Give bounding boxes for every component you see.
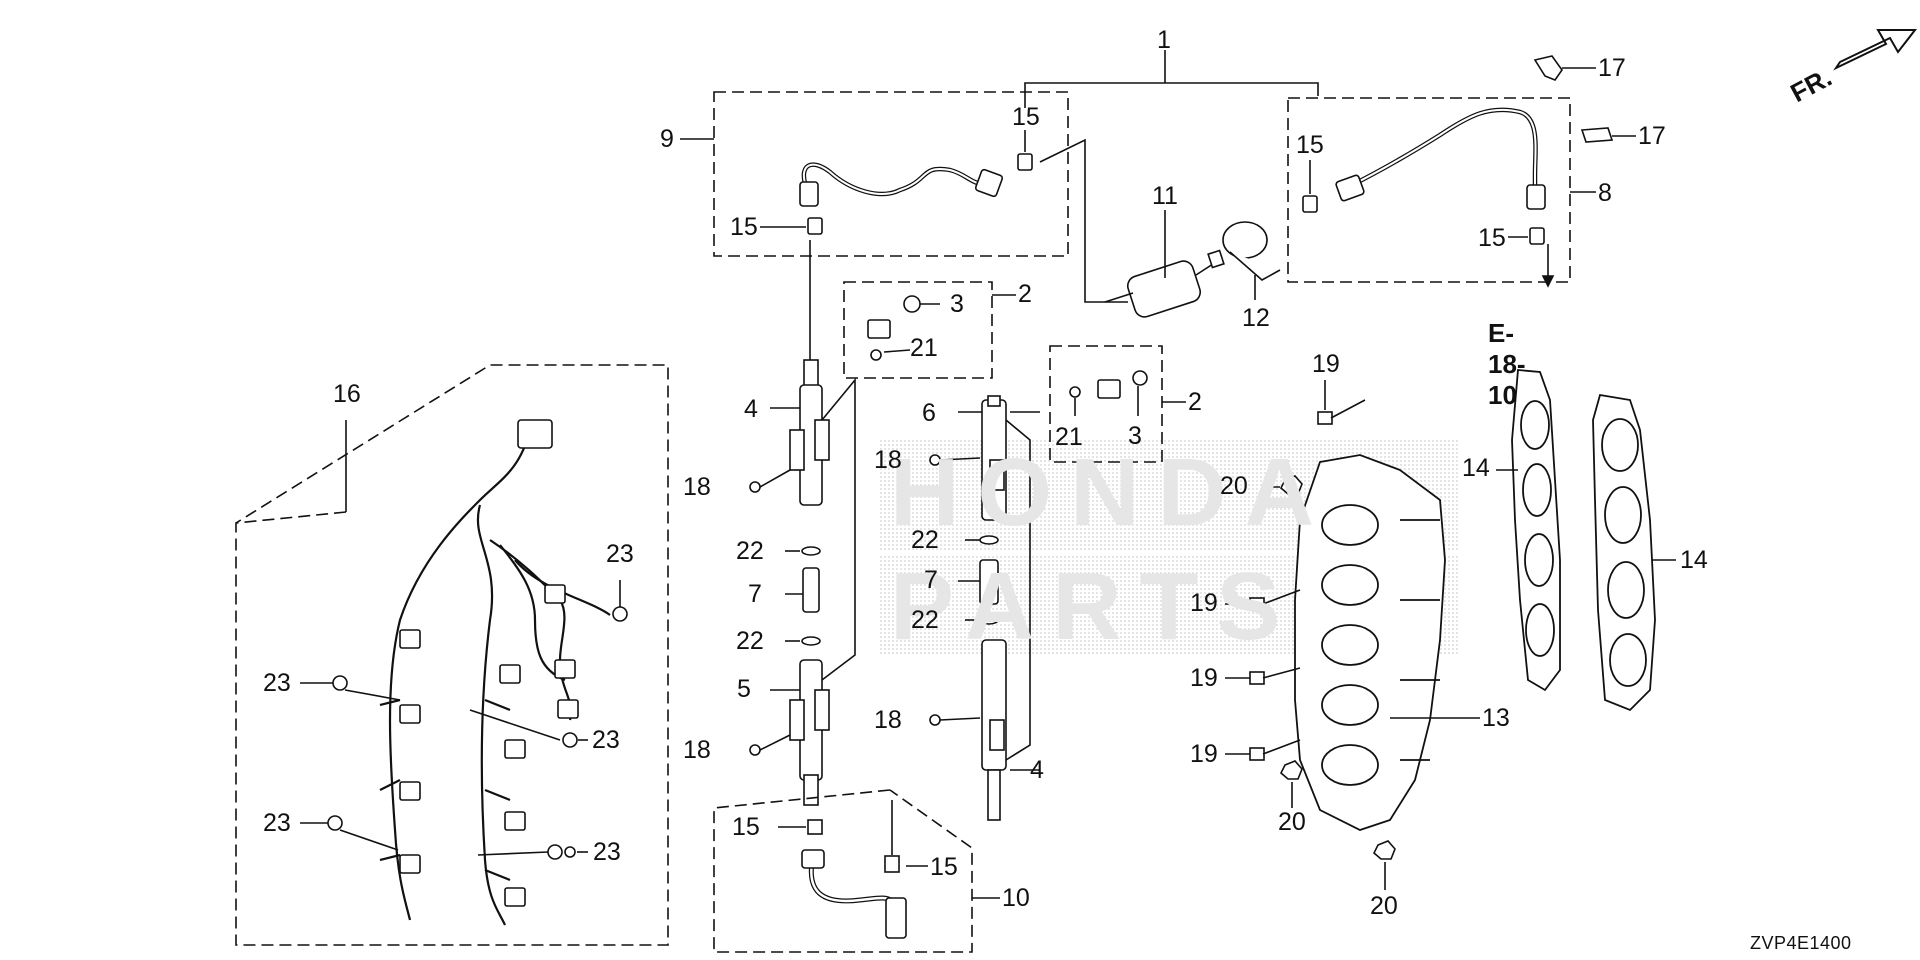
fuel-rail-left	[789, 240, 830, 806]
pipe-10-frame	[713, 789, 973, 953]
callout-c22c: 22	[911, 526, 939, 554]
drawing-code: ZVP4E1400	[1750, 933, 1852, 953]
callout-c15d: 15	[1478, 224, 1506, 252]
bolts-18-left	[749, 469, 791, 756]
watermark-text-parts: PARTS	[890, 553, 1299, 660]
fuel-pipe-8	[1348, 107, 1538, 190]
callout-c2b: 2	[1188, 388, 1202, 416]
callout-c15a: 15	[1012, 103, 1040, 131]
clip-15-left	[807, 217, 823, 235]
callout-c20c: 20	[1370, 892, 1398, 920]
callout-c14b: 14	[1680, 546, 1708, 574]
callout-c20a: 20	[1220, 472, 1248, 500]
front-arrow	[1833, 29, 1918, 71]
harness-connectors	[399, 419, 579, 907]
callout-c7b: 7	[924, 566, 938, 594]
callout-c9: 9	[660, 125, 674, 153]
harness-group-frame	[235, 364, 669, 946]
rail-left-bracket	[821, 377, 856, 681]
callout-c6: 6	[922, 399, 936, 427]
callout-c22b: 22	[736, 627, 764, 655]
callout-c19b: 19	[1190, 589, 1218, 617]
filter-clamp	[1222, 221, 1281, 281]
callout-c18a: 18	[683, 473, 711, 501]
pipe-8-frame	[1287, 97, 1571, 283]
clip-15-upper	[1017, 153, 1033, 171]
callout-c18b: 18	[683, 736, 711, 764]
callout-c10: 10	[1002, 884, 1030, 912]
clips-17	[1533, 55, 1614, 143]
callout-c23a: 23	[263, 669, 291, 697]
callout-c21b: 21	[1055, 423, 1083, 451]
fuel-rail-right	[979, 395, 1007, 821]
callout-c2a: 2	[1018, 280, 1032, 308]
regulator-frame-left	[843, 281, 993, 379]
pipe-9-fitting-end	[974, 168, 1004, 198]
callout-c12: 12	[1242, 304, 1270, 332]
watermark-text-honda: HONDA	[890, 439, 1332, 546]
callout-c11: 11	[1152, 182, 1178, 210]
callout-c23c: 23	[606, 540, 634, 568]
callout-c23e: 23	[593, 838, 621, 866]
gasket-inner	[1511, 369, 1561, 692]
callout-c15c: 15	[1296, 131, 1324, 159]
callout-c17a: 17	[1598, 54, 1626, 82]
leader-11-to-9	[1039, 138, 1128, 303]
callout-c15b: 15	[730, 213, 758, 241]
wire-harness	[379, 429, 611, 926]
pipe-9-frame	[713, 91, 1069, 257]
callout-c23d: 23	[592, 726, 620, 754]
callout-c7a: 7	[748, 580, 762, 608]
reference-code[interactable]: E-18-10	[1488, 318, 1526, 410]
bolts-18-right	[929, 454, 981, 726]
callout-c22d: 22	[911, 606, 939, 634]
callout-c20b: 20	[1278, 808, 1306, 836]
callout-c4a: 4	[744, 395, 758, 423]
callout-c14a: 14	[1462, 454, 1490, 482]
callout-c15f: 15	[930, 853, 958, 881]
gasket-outer	[1592, 393, 1656, 712]
callout-c5: 5	[737, 675, 751, 703]
intake-manifold	[1294, 454, 1446, 831]
callout-c21a: 21	[910, 334, 938, 362]
pipe-9-fitting	[799, 181, 819, 207]
callout-c22a: 22	[736, 537, 764, 565]
callout-c16: 16	[333, 380, 361, 408]
fuel-filter	[1104, 249, 1225, 318]
callout-c1: 1	[1157, 26, 1171, 54]
callout-c23b: 23	[263, 809, 291, 837]
fuel-pipe-9-inner	[802, 163, 991, 195]
callout-c17b: 17	[1638, 122, 1666, 150]
callout-c19d: 19	[1190, 740, 1218, 768]
callout-c3b: 3	[1128, 422, 1142, 450]
fuel-pipe-9	[801, 162, 992, 197]
harness-clips	[327, 606, 628, 860]
fuel-pipe-8-inner	[1349, 108, 1537, 190]
callout-c8: 8	[1598, 179, 1612, 207]
callout-c18d: 18	[874, 706, 902, 734]
regulator-frame-right	[1049, 345, 1163, 463]
callout-c19a: 19	[1312, 350, 1340, 378]
callout-c18c: 18	[874, 446, 902, 474]
clip-leaders	[300, 580, 621, 856]
callout-c19c: 19	[1190, 664, 1218, 692]
nuts-20	[1280, 475, 1396, 860]
leader-1	[1024, 82, 1319, 108]
callout-c3a: 3	[950, 290, 964, 318]
rail-right-bracket	[1005, 419, 1031, 761]
callout-c4b: 4	[1030, 756, 1044, 784]
callout-c15e: 15	[732, 813, 760, 841]
callout-c13: 13	[1482, 704, 1510, 732]
